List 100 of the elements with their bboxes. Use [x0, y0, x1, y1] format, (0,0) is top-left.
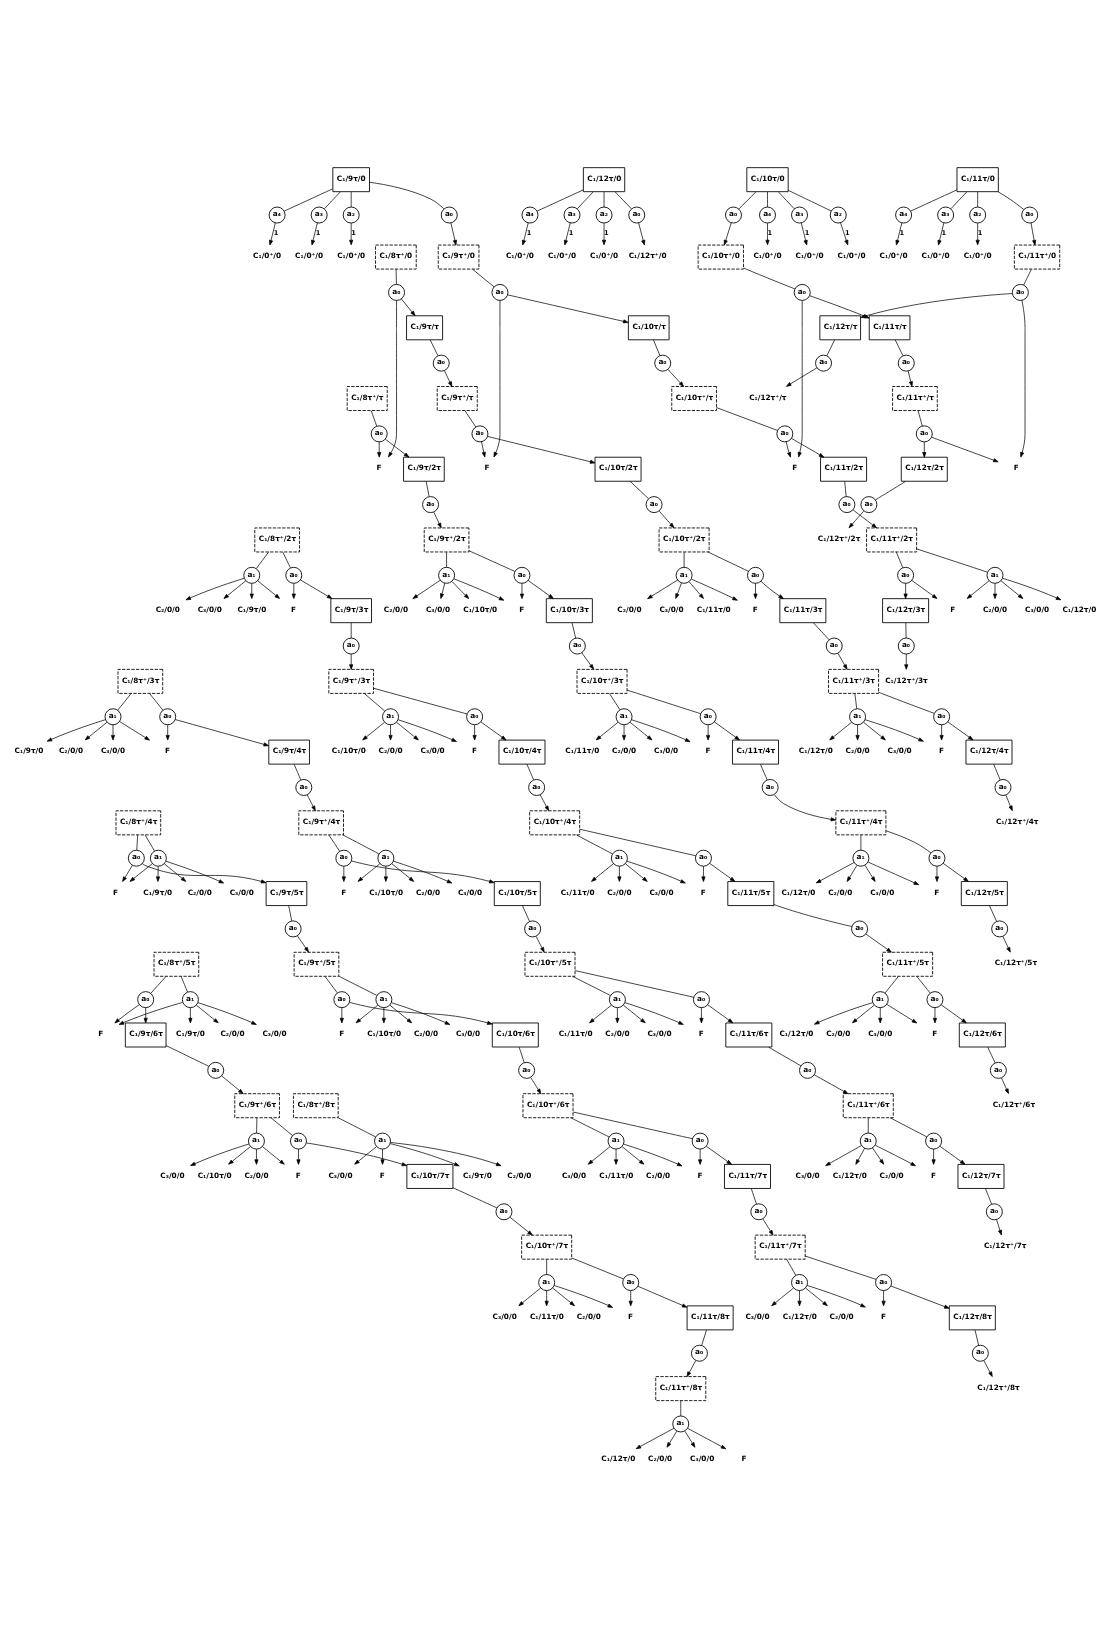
connector — [875, 480, 906, 500]
arrow — [156, 865, 160, 882]
connector — [425, 480, 430, 497]
connector — [916, 975, 931, 993]
arrow — [249, 582, 254, 599]
connector — [282, 551, 291, 568]
arrow — [675, 582, 682, 599]
arrow — [805, 1287, 828, 1306]
arrow — [713, 721, 740, 740]
arrow — [637, 1285, 688, 1308]
arrow — [163, 862, 187, 882]
connector — [446, 551, 447, 568]
arrow — [392, 860, 453, 883]
arrow — [705, 1145, 732, 1165]
arrow — [786, 367, 818, 387]
arrow — [297, 934, 309, 952]
arrow — [377, 441, 382, 458]
arrow — [391, 862, 415, 882]
arrow — [397, 718, 457, 742]
arrow — [357, 862, 381, 882]
arrow — [631, 718, 691, 742]
arrow — [864, 864, 876, 882]
connector — [987, 1046, 996, 1063]
arrow — [867, 861, 920, 885]
connector — [609, 692, 621, 710]
connector — [786, 1258, 797, 1276]
connector — [707, 551, 749, 572]
arrow — [349, 653, 354, 670]
arrow — [628, 1289, 633, 1306]
arrow — [848, 510, 865, 528]
arrow — [774, 793, 837, 821]
arrow — [142, 862, 267, 883]
arrow — [814, 1001, 874, 1024]
connector — [395, 268, 397, 285]
arrow — [706, 723, 711, 740]
arrow — [185, 577, 245, 600]
connector — [768, 1046, 802, 1066]
arrow — [1030, 222, 1037, 245]
connector — [653, 339, 661, 356]
arrow — [629, 721, 653, 740]
connector — [572, 975, 611, 996]
arrow — [983, 1359, 993, 1377]
arrow — [383, 865, 388, 882]
connector — [464, 409, 477, 427]
arrow — [809, 294, 870, 318]
connector — [117, 692, 132, 710]
connector — [570, 1116, 610, 1137]
connector — [977, 191, 979, 207]
connector — [338, 975, 378, 996]
arrow — [865, 933, 892, 952]
connector — [750, 1187, 757, 1204]
arrow — [621, 1145, 645, 1165]
connector — [576, 191, 594, 209]
arrow — [390, 1141, 502, 1166]
arrow — [527, 579, 554, 599]
arrow — [190, 1143, 250, 1166]
arrow — [797, 299, 803, 457]
arrow — [388, 299, 397, 457]
connector — [974, 1329, 979, 1346]
connector — [150, 975, 167, 994]
arrow — [519, 582, 524, 599]
arrow — [188, 1006, 193, 1023]
connector — [603, 191, 605, 207]
arrow — [509, 1216, 533, 1235]
arrow — [614, 1148, 619, 1165]
connector — [894, 339, 904, 356]
arrow — [723, 221, 732, 245]
connector — [826, 339, 835, 356]
arrow — [228, 1145, 251, 1165]
arrow — [197, 1001, 257, 1025]
arrow — [385, 438, 410, 457]
connector — [576, 834, 613, 854]
arrow — [707, 1003, 734, 1023]
connector — [985, 1187, 992, 1205]
arrow — [349, 1001, 493, 1025]
arrow — [615, 1006, 620, 1023]
arrow — [932, 1006, 937, 1023]
connector — [767, 191, 768, 207]
arrow — [771, 1287, 794, 1306]
connector — [293, 763, 302, 780]
connector — [144, 834, 155, 851]
arrow — [521, 222, 529, 245]
arrow — [507, 294, 629, 323]
arrow — [254, 1148, 259, 1165]
arrow — [257, 580, 280, 599]
connector — [472, 268, 495, 287]
connector — [536, 189, 584, 211]
connector — [328, 834, 340, 852]
arrow — [617, 865, 622, 882]
connector — [136, 834, 139, 851]
connector — [180, 975, 188, 992]
arrow — [626, 860, 686, 883]
connector — [350, 191, 352, 207]
arrow — [174, 718, 269, 746]
arrow — [881, 1289, 886, 1306]
arrow — [874, 1144, 916, 1166]
arrow — [493, 299, 501, 457]
arrow — [388, 723, 393, 740]
connector — [522, 904, 530, 922]
arrow — [1005, 794, 1013, 811]
